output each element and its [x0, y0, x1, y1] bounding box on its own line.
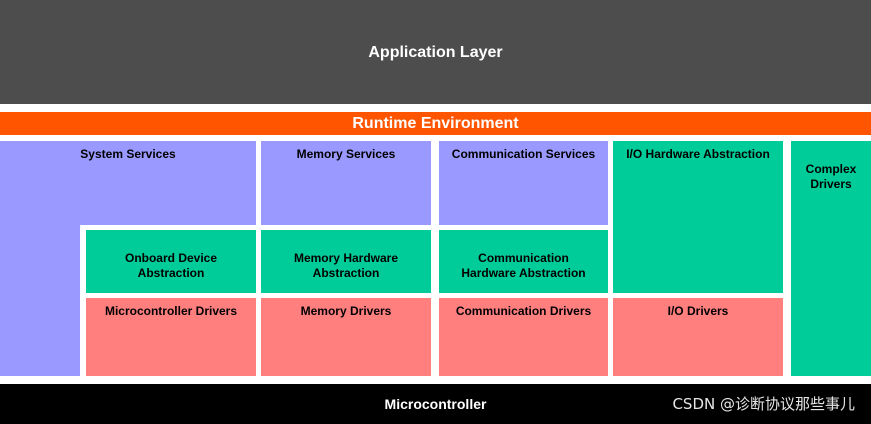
memory-services: Memory Services [261, 141, 431, 225]
onboard-device-abstraction-label: Onboard Device Abstraction [124, 251, 218, 280]
runtime-environment: Runtime Environment [0, 112, 871, 135]
io-hardware-abstraction-label: I/O Hardware Abstraction [626, 147, 770, 161]
microcontroller-drivers-label: Microcontroller Drivers [104, 304, 238, 318]
application-layer: Application Layer [0, 0, 871, 104]
system-services-label: System Services [80, 147, 176, 161]
io-drivers-label: I/O Drivers [667, 304, 729, 318]
io-drivers: I/O Drivers [613, 298, 783, 376]
communication-services-label: Communication Services [451, 147, 596, 161]
communication-hardware-abstraction: Communication Hardware Abstraction [439, 230, 608, 293]
microcontroller-drivers: Microcontroller Drivers [86, 298, 256, 376]
microcontroller-layer-label: Microcontroller [384, 395, 487, 412]
application-layer-label: Application Layer [368, 43, 503, 61]
memory-drivers-label: Memory Drivers [300, 304, 392, 318]
communication-drivers: Communication Drivers [439, 298, 608, 376]
communication-services: Communication Services [439, 141, 608, 225]
system-services: System Services [0, 141, 256, 225]
onboard-device-abstraction: Onboard Device Abstraction [86, 230, 256, 293]
memory-hardware-abstraction: Memory Hardware Abstraction [261, 230, 431, 293]
system-services-column [0, 225, 80, 376]
memory-hardware-abstraction-label: Memory Hardware Abstraction [293, 251, 399, 280]
watermark: CSDN @诊断协议那些事儿 [672, 395, 855, 413]
complex-drivers: Complex Drivers [791, 141, 871, 376]
communication-drivers-label: Communication Drivers [455, 304, 592, 318]
communication-hardware-abstraction-label: Communication Hardware Abstraction [461, 251, 586, 280]
complex-drivers-label: Complex Drivers [805, 162, 857, 191]
memory-drivers: Memory Drivers [261, 298, 431, 376]
io-hardware-abstraction: I/O Hardware Abstraction [613, 141, 783, 293]
microcontroller-layer: Microcontroller [0, 384, 871, 424]
memory-services-label: Memory Services [296, 147, 396, 161]
runtime-environment-label: Runtime Environment [352, 115, 519, 132]
